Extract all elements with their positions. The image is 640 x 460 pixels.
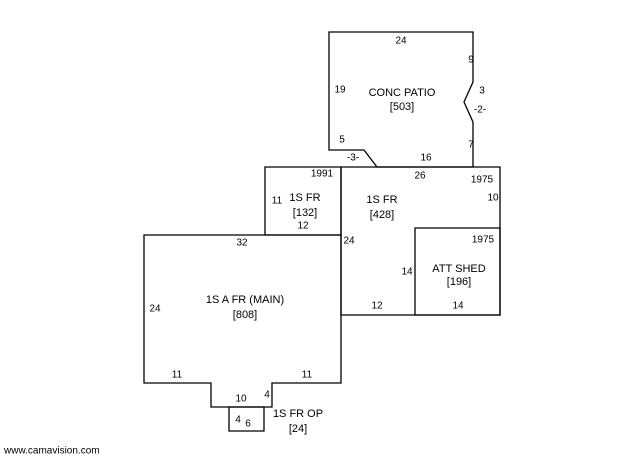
fr-small-area: [132] [293, 207, 317, 219]
patio-dim-bottom: 16 [420, 153, 432, 164]
shed-outline [414, 227, 501, 316]
main-dim-bottom-left: 11 [172, 370, 183, 381]
fr-large-year: 1975 [471, 175, 494, 186]
patio-dim-bevel: -3- [347, 153, 359, 164]
shed-name: ATT SHED [432, 263, 485, 275]
fr-small-dim-bottom: 12 [297, 221, 309, 232]
patio-dim-right-lower: 7 [468, 140, 474, 151]
patio-dim-top: 24 [395, 36, 407, 47]
fr-large-dim-bottom: 12 [371, 301, 383, 312]
porch-dim-left: 4 [235, 415, 241, 426]
main-dim-top: 32 [236, 238, 248, 249]
fr-large-area: [428] [370, 209, 394, 221]
main-dim-step: 10 [235, 394, 247, 405]
patio-dim-left-lower: 5 [339, 135, 345, 146]
shed-dim-left: 14 [401, 267, 413, 278]
patio-dim-notch-len: -2- [474, 105, 486, 116]
porch-outline [228, 406, 265, 432]
fr-large-dim-top: 26 [414, 171, 426, 182]
main-area: [808] [233, 309, 257, 321]
main-dim-bottom-right: 11 [302, 370, 313, 381]
patio-area: [503] [390, 101, 414, 113]
fr-large-dim-left: 24 [343, 236, 355, 247]
fr-large-dim-right: 10 [487, 193, 499, 204]
main-outline [143, 234, 342, 408]
main-dim-step-side: 4 [264, 390, 270, 401]
porch-name: 1S FR OP [273, 408, 323, 420]
fr-small-dim-left: 11 [272, 196, 283, 207]
patio-dim-notch-depth: 3 [479, 86, 485, 97]
credit-text: www.camavision.com [3, 446, 100, 457]
shed-year: 1975 [472, 235, 495, 246]
porch-dim-bottom: 6 [245, 419, 251, 430]
shed-dim-bottom: 14 [452, 301, 464, 312]
shed-area: [196] [447, 276, 471, 288]
fr-large-name: 1S FR [366, 194, 397, 206]
main-dim-left: 24 [149, 304, 161, 315]
patio-name: CONC PATIO [369, 87, 436, 99]
patio-outline [328, 31, 474, 168]
fr-small-year: 1991 [311, 169, 334, 180]
fr-small-name: 1S FR [289, 192, 320, 204]
patio-dim-left: 19 [334, 85, 346, 96]
patio-dim-right-upper: 9 [468, 55, 474, 66]
porch-area: [24] [289, 423, 307, 435]
main-name: 1S A FR (MAIN) [206, 294, 284, 306]
